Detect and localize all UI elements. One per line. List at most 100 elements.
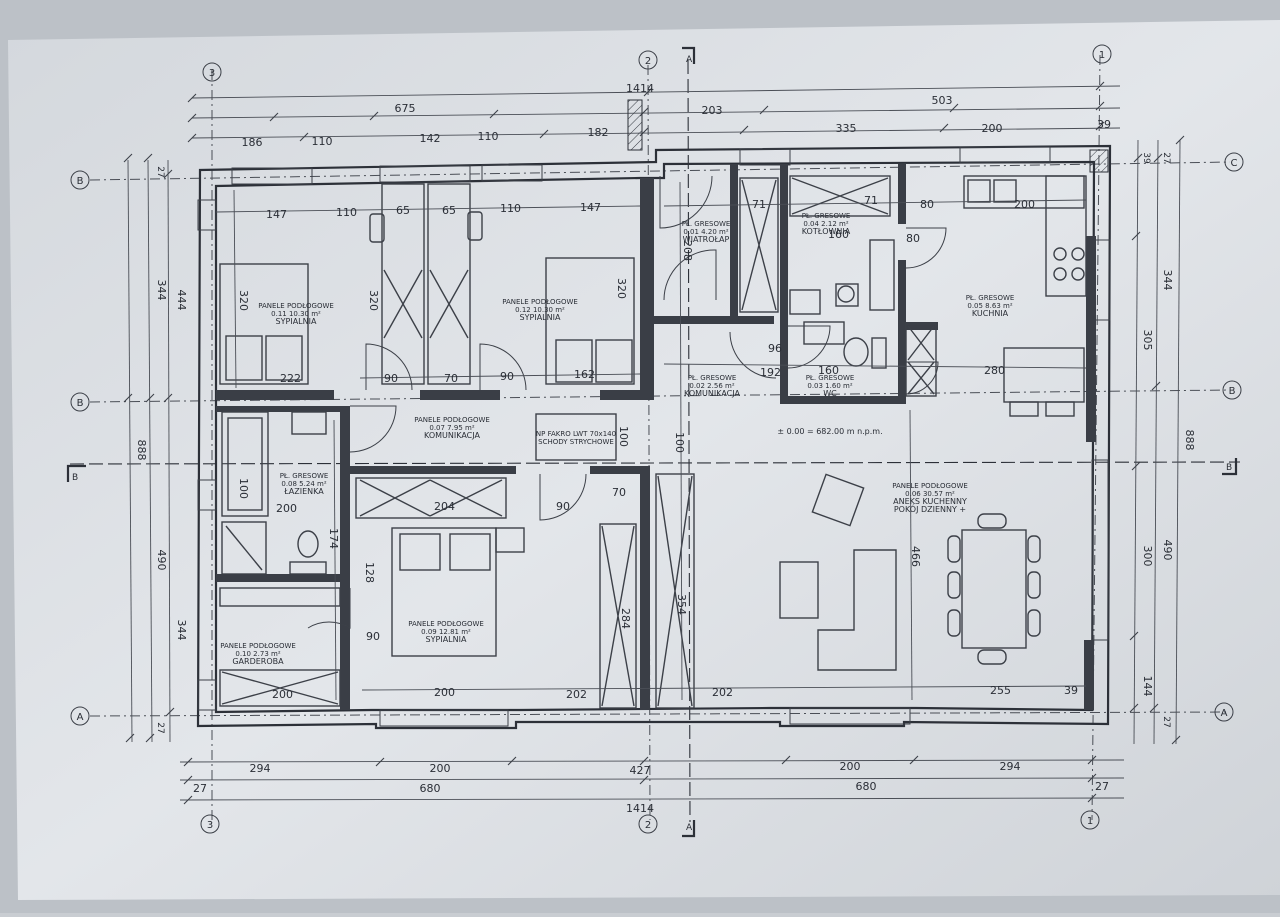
dim-i200d: 200 <box>1014 198 1035 211</box>
svg-text:KOMUNIKACJA: KOMUNIKACJA <box>684 389 740 398</box>
axis-label-b-right: B <box>1229 386 1236 397</box>
dim-i200a: 200 <box>276 502 297 515</box>
dim-i80b: 80 <box>906 232 920 245</box>
dim-t182: 182 <box>588 126 609 139</box>
axis-label-a-right: A <box>1221 708 1228 719</box>
dim-i110b: 110 <box>500 202 521 215</box>
doors <box>307 175 947 629</box>
dim-i147b: 147 <box>580 201 601 214</box>
svg-text:GARDEROBA: GARDEROBA <box>232 657 284 666</box>
dim-bottom-680b: 680 <box>856 780 877 793</box>
svg-text:0.07 7.95 m²: 0.07 7.95 m² <box>429 424 474 432</box>
room-label-pokoj-dzienny: POKÓJ DZIENNY + ANEKS KUCHENNY 0.06 30.5… <box>892 482 968 514</box>
svg-text:KUCHNIA: KUCHNIA <box>972 309 1009 318</box>
dim-top-right: 503 <box>932 94 953 107</box>
svg-text:0.02 2.56 m²: 0.02 2.56 m² <box>689 382 734 390</box>
room-label-sypialnia-nw: SYPIALNIA 0.11 10.30 m² PANELE PODŁOGOWE <box>258 302 334 326</box>
dimension-labels: 1414 675 503 186 110 142 110 182 203 335… <box>135 82 1196 815</box>
wardrobes <box>219 175 937 709</box>
axis-label-a-left: A <box>77 712 84 723</box>
dim-r39: 39 <box>1141 152 1151 164</box>
svg-text:ŁAZIENKA: ŁAZIENKA <box>283 487 324 496</box>
dim-right-300: 300 <box>1141 546 1154 567</box>
room-label-schody: SCHODY STRYCHOWE NP FAKRO LWT 70x140 <box>536 430 616 446</box>
svg-text:PŁ. GRESOWE: PŁ. GRESOWE <box>802 212 851 220</box>
dim-top-left: 675 <box>395 102 416 115</box>
dim-i96: 96 <box>768 342 782 355</box>
dim-i208: 208 <box>681 240 694 261</box>
dim-i160a: 160 <box>828 228 849 241</box>
svg-text:PANELE PODŁOGOWE: PANELE PODŁOGOWE <box>220 642 296 650</box>
room-labels: SYPIALNIA 0.11 10.30 m² PANELE PODŁOGOWE… <box>220 212 1014 666</box>
dim-top-total: 1414 <box>626 82 654 95</box>
section-mark-a-bottom: A <box>686 823 693 833</box>
room-label-komunikacja: KOMUNIKACJA 0.07 7.95 m² PANELE PODŁOGOW… <box>414 416 490 440</box>
bed-n <box>545 257 635 385</box>
dim-i65b: 65 <box>442 204 456 217</box>
dim-r27a: 27 <box>1161 152 1171 163</box>
svg-text:KOMUNIKACJA: KOMUNIKACJA <box>424 431 480 440</box>
dim-i70: 70 <box>444 372 458 385</box>
section-mark-b-left: B <box>72 473 78 483</box>
axis-bubble-c-left <box>70 170 90 190</box>
dim-i100b: 100 <box>617 426 630 447</box>
dim-left-344a: 344 <box>155 280 168 301</box>
room-label-wc: WC 0.03 1.60 m² PŁ. GRESOWE <box>806 374 855 398</box>
svg-text:PŁ. GRESOWE: PŁ. GRESOWE <box>806 374 855 382</box>
dim-bottom-total: 1414 <box>626 802 654 815</box>
dim-t110b: 110 <box>478 130 499 143</box>
room-label-wiatrolap: WIATROŁAP 0.01 4.20 m² PŁ. GRESOWE <box>682 220 731 244</box>
dim-i200c: 200 <box>434 686 455 699</box>
svg-text:PANELE PODŁOGOWE: PANELE PODŁOGOWE <box>892 482 968 490</box>
dim-i71b: 71 <box>864 194 878 207</box>
dim-i128: 128 <box>363 562 376 583</box>
svg-text:0.09 12.81 m²: 0.09 12.81 m² <box>421 628 471 636</box>
svg-text:0.12 10.30 m²: 0.12 10.30 m² <box>515 306 565 314</box>
svg-text:NP FAKRO LWT 70x140: NP FAKRO LWT 70x140 <box>536 430 616 438</box>
axis-label-b-left: B <box>77 398 84 409</box>
section-mark-a-top: A <box>686 55 693 65</box>
furniture <box>219 175 1087 709</box>
dim-t142: 142 <box>420 132 441 145</box>
dim-i204: 204 <box>434 500 455 513</box>
dim-left-344b: 344 <box>175 620 188 641</box>
dim-i147a: 147 <box>266 208 287 221</box>
svg-text:ANEKS KUCHENNY: ANEKS KUCHENNY <box>893 497 967 506</box>
room-label-sypialnia-n: SYPIALNIA 0.12 10.30 m² PANELE PODŁOGOWE <box>502 298 578 322</box>
dim-b294b: 294 <box>1000 760 1021 773</box>
svg-text:PŁ. GRESOWE: PŁ. GRESOWE <box>682 220 731 228</box>
svg-text:0.10 2.73 m²: 0.10 2.73 m² <box>235 650 280 658</box>
paper-sheet <box>8 20 1280 900</box>
axis-label-2-top: 2 <box>645 56 651 67</box>
dim-i90a: 90 <box>384 372 398 385</box>
svg-text:WIATROŁAP: WIATROŁAP <box>683 235 730 244</box>
svg-text:KOTŁOWNIA: KOTŁOWNIA <box>802 227 851 236</box>
dim-i100a: 100 <box>237 478 250 499</box>
section-mark-b-right: B <box>1226 463 1232 473</box>
interior-dimension-labels: 147 110 65 65 110 147 320 320 320 222 16… <box>237 194 1078 701</box>
room-label-lazienka: ŁAZIENKA 0.08 5.24 m² PŁ. GRESOWE <box>280 472 329 496</box>
dim-i160b: 160 <box>818 364 839 377</box>
svg-text:PANELE PODŁOGOWE: PANELE PODŁOGOWE <box>258 302 334 310</box>
svg-text:0.05 8.63 m²: 0.05 8.63 m² <box>967 302 1012 310</box>
svg-text:PŁ. GRESOWE: PŁ. GRESOWE <box>280 472 329 480</box>
dim-i100c: 100 <box>673 432 686 453</box>
dim-t203: 203 <box>702 104 723 117</box>
dim-right-490: 490 <box>1161 540 1174 561</box>
svg-text:0.06 30.57 m²: 0.06 30.57 m² <box>905 490 955 498</box>
dim-right-305: 305 <box>1141 330 1154 351</box>
dim-t200: 200 <box>982 122 1003 135</box>
axis-label-3-bottom: 3 <box>207 820 213 831</box>
dim-b27b: 27 <box>1095 780 1109 793</box>
room-label-kuchnia: KUCHNIA 0.05 8.63 m² PŁ. GRESOWE <box>966 294 1015 318</box>
dim-i284: 284 <box>619 608 632 629</box>
dim-b427: 427 <box>630 764 651 777</box>
room-label-sypialnia-s: SYPIALNIA 0.09 12.81 m² PANELE PODŁOGOWE <box>408 620 484 644</box>
svg-text:0.08 5.24 m²: 0.08 5.24 m² <box>281 480 326 488</box>
svg-text:SYPIALNIA: SYPIALNIA <box>520 313 561 322</box>
dim-i90d: 90 <box>556 500 570 513</box>
dim-i280: 280 <box>984 364 1005 377</box>
dim-i222: 222 <box>280 372 301 385</box>
